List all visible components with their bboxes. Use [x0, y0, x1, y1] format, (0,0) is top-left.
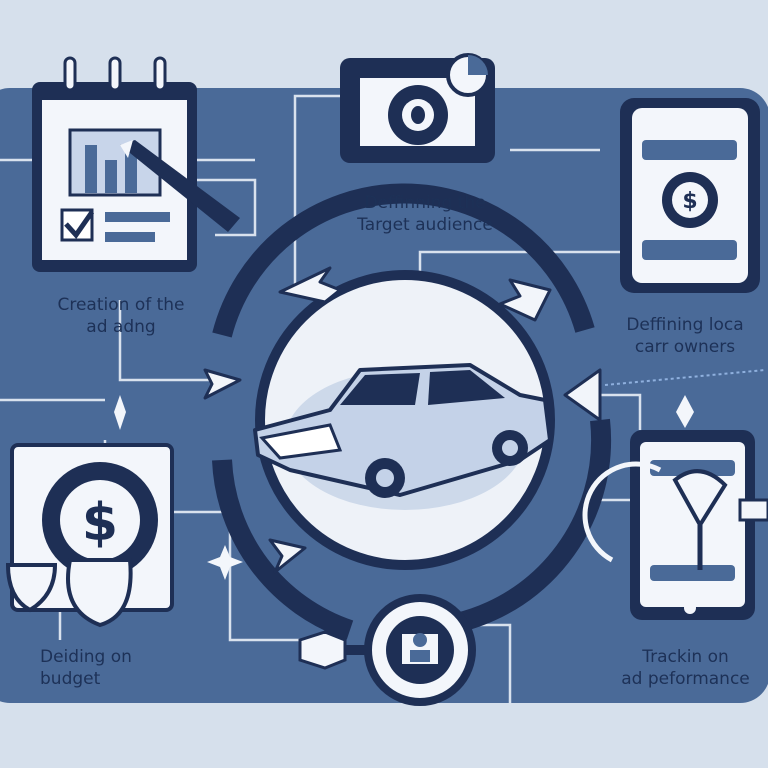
car-icon [253, 363, 552, 498]
label-line: Deffinning the [364, 193, 486, 213]
label-line: Deffining loca [626, 315, 744, 335]
step-label-local: Deffining loca carr owners [610, 314, 760, 358]
label-line: Deiding on [40, 647, 132, 667]
label-line: Trackin on [642, 647, 729, 667]
smartphone-dollar-icon: $ [620, 98, 760, 293]
cycle-arrows [203, 266, 602, 574]
label-line: carr owners [634, 337, 736, 357]
label-line: Creation of the [57, 295, 185, 315]
step-label-tracking: Trackin on ad peformance [608, 646, 763, 690]
trend-line [604, 369, 766, 386]
label-line: ad adng [86, 317, 156, 337]
camera-target-icon [340, 53, 495, 163]
calendar-chart-icon [32, 56, 240, 272]
label-line: Target audience [357, 215, 493, 235]
user-magnifier-icon [298, 594, 476, 706]
tablet-tracking-icon [582, 430, 768, 620]
dollar-wallet-icon: $ [5, 443, 174, 628]
step-label-creation: Creation of the ad adng [36, 294, 206, 338]
label-line: budget [40, 669, 101, 689]
svg-text:$: $ [82, 493, 118, 553]
decorative-sparkles [114, 395, 694, 580]
label-line: ad peformance [621, 669, 750, 689]
step-label-budget: Deiding on budget [40, 646, 180, 690]
svg-text:$: $ [682, 189, 697, 214]
step-label-audience: Deffinning the Target audience [330, 192, 520, 236]
